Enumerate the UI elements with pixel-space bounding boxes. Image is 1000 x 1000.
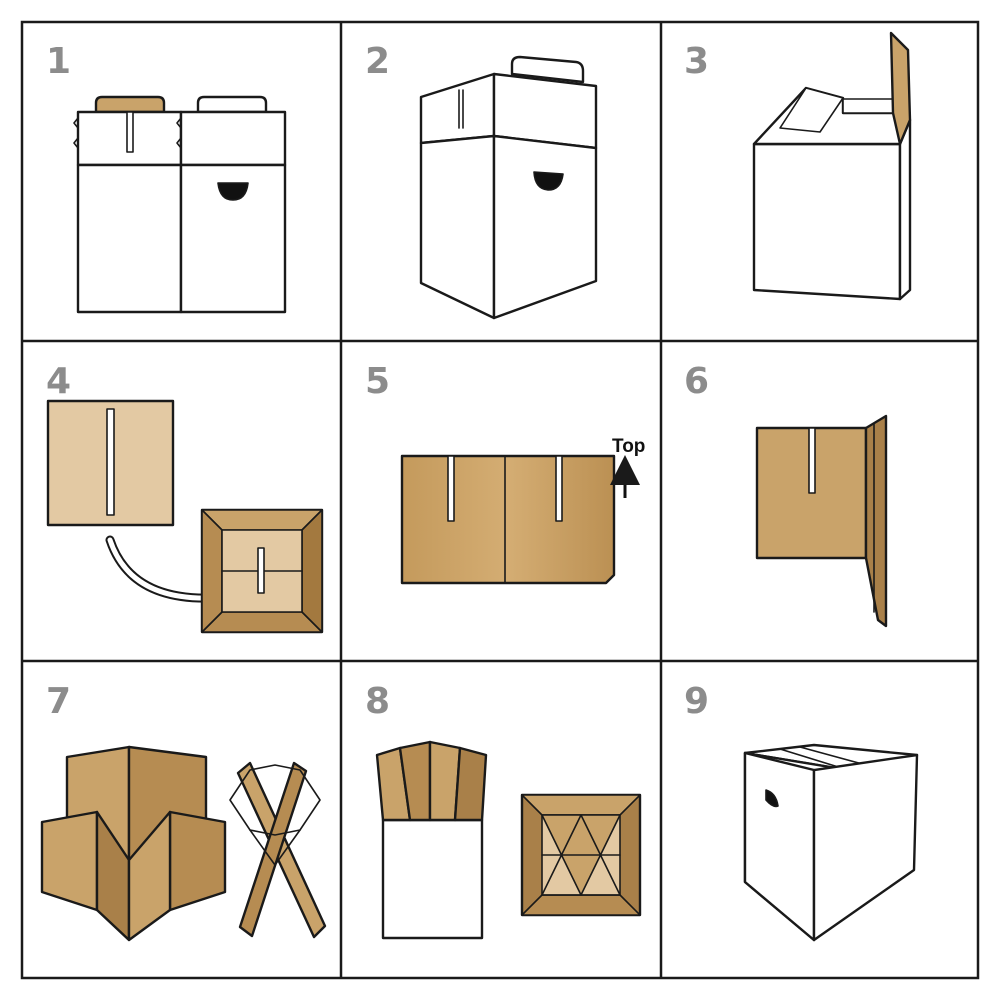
box-flaps-folding [419,55,598,320]
dividers-in-box [375,740,642,940]
step-number-1: 1 [46,41,71,82]
closed-box [743,743,919,942]
dividers-interlocked [40,745,327,942]
hand-hole-icon [765,789,779,808]
divider-with-slots: Top [400,436,645,585]
box-top-flaps-open [752,31,912,301]
step-number-7: 7 [46,681,71,722]
step-number-8: 8 [365,681,390,722]
flat-box-blank [73,95,287,314]
step-number-2: 2 [365,41,390,82]
divider-folded [755,414,888,628]
grid-frame [20,20,980,980]
hand-hole-icon [533,171,564,191]
step-number-5: 5 [365,361,390,402]
divider-sheet-and-box-topview [46,399,324,634]
step-number-9: 9 [684,681,709,722]
step-number-3: 3 [684,41,709,82]
hand-hole-icon [217,182,249,201]
step-number-6: 6 [684,361,709,402]
top-label: Top [612,436,645,457]
step-number-4: 4 [46,361,71,402]
